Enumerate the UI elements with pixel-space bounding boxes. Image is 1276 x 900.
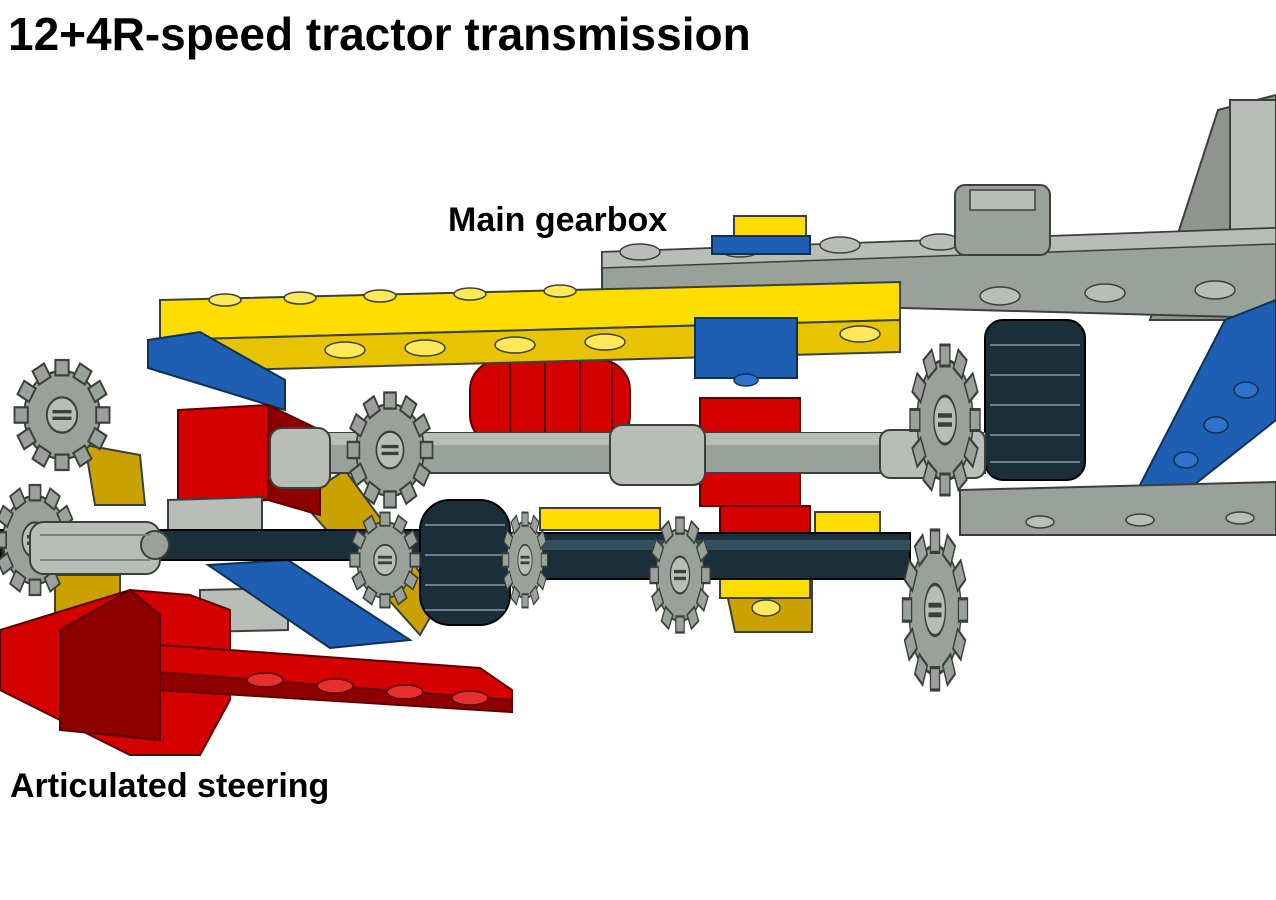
red-clutch-cylinders xyxy=(469,359,631,446)
top-small-bricks xyxy=(711,215,811,255)
universal-joint xyxy=(29,521,170,575)
page-title: 12+4R-speed tractor transmission xyxy=(8,8,751,60)
red-steering-frame xyxy=(0,588,513,756)
dark-tire-upper xyxy=(984,319,1086,481)
top-gray-gear xyxy=(954,184,1051,256)
blue-lower-bricks xyxy=(205,558,413,650)
blue-diagonal-beam xyxy=(1138,298,1276,502)
articulated-steering-label: Articulated steering xyxy=(10,767,330,805)
blue-support-bricks xyxy=(147,317,798,412)
main-gearbox-label: Main gearbox xyxy=(448,201,668,239)
dark-gear-lower xyxy=(419,499,511,626)
lower-gray-beam xyxy=(959,480,1276,536)
